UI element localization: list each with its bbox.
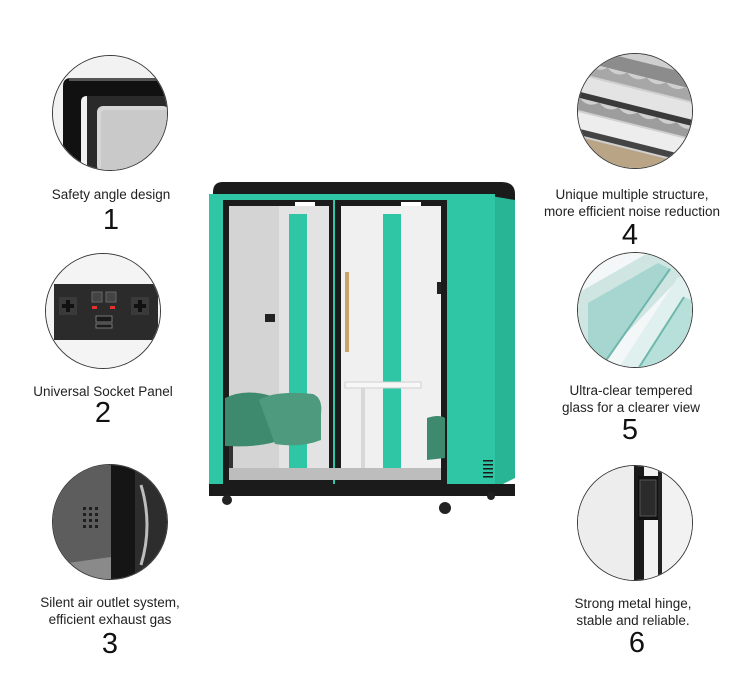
feature-5-number: 5 — [621, 414, 639, 446]
feature-5-caption: Ultra-clear tempered glass for a clearer… — [561, 383, 701, 415]
feature-3-number: 3 — [101, 628, 119, 660]
feature-1-caption: Safety angle design — [51, 187, 171, 202]
metal-hinge-image — [577, 465, 693, 581]
feature-4-caption: Unique multiple structure, more efficien… — [543, 187, 721, 219]
feature-2-caption: Universal Socket Panel — [33, 384, 173, 399]
socket-panel-image — [45, 253, 161, 369]
feature-2-number: 2 — [94, 397, 112, 429]
feature-3-caption: Silent air outlet system, efficient exha… — [40, 595, 180, 627]
office-phone-booth-image — [209, 182, 515, 514]
feature-4-number: 4 — [621, 219, 639, 251]
acoustic-layers-image — [577, 53, 693, 169]
feature-6-caption: Strong metal hinge, stable and reliable. — [574, 596, 692, 628]
air-outlet-image — [52, 464, 168, 580]
safety-angle-image — [52, 55, 168, 171]
feature-6-number: 6 — [628, 627, 646, 659]
tempered-glass-image — [577, 252, 693, 368]
feature-1-number: 1 — [102, 204, 120, 236]
